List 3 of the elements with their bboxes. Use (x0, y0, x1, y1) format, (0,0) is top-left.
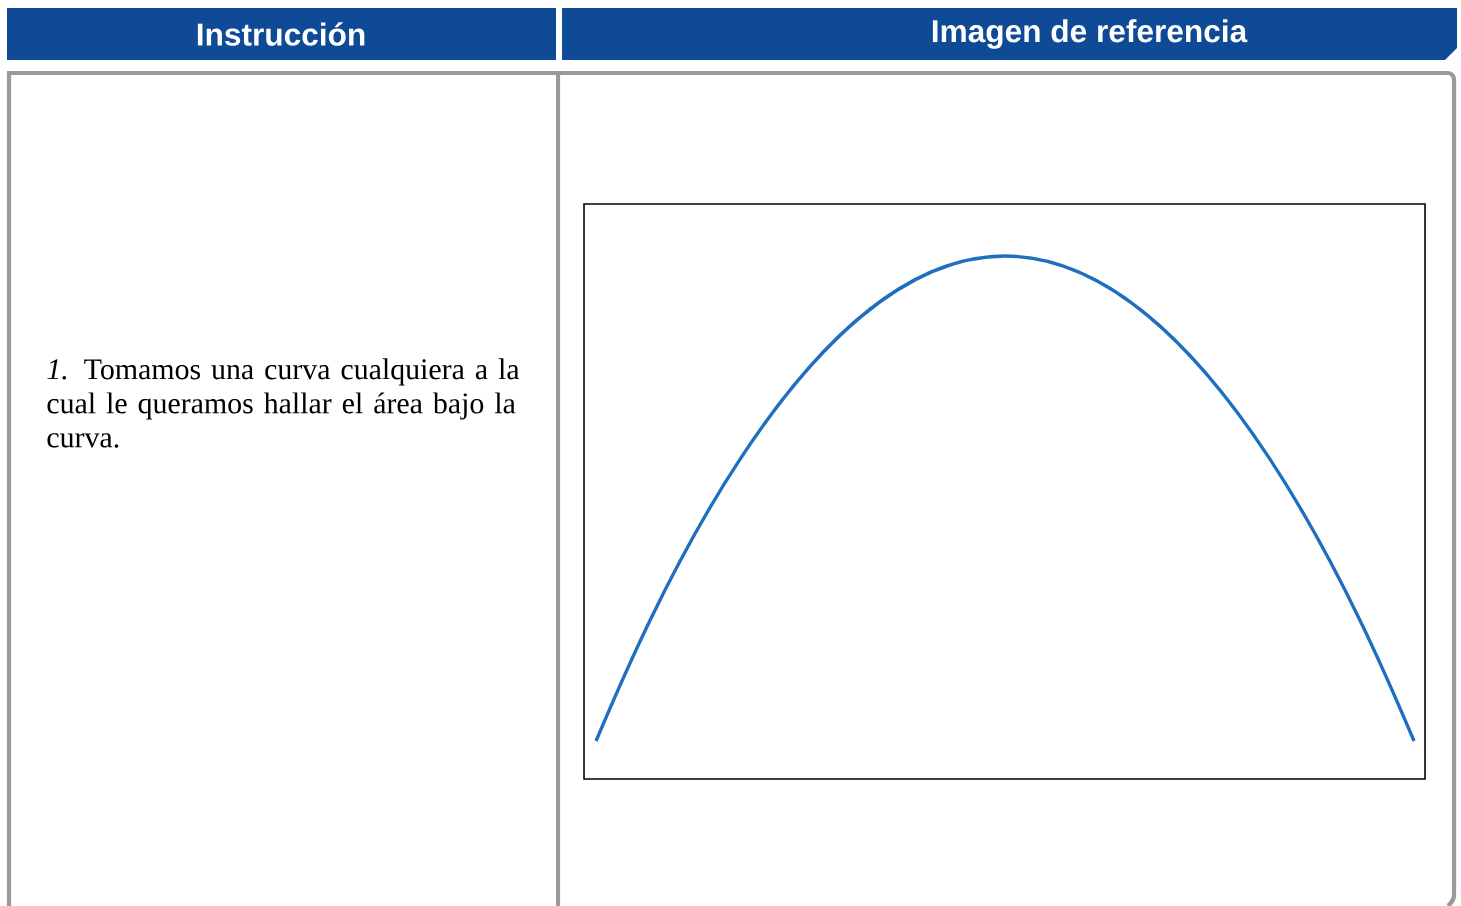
header-cell: Instrucción (7, 8, 556, 60)
instruction-text: 1. Tomamos una curva cualquiera a la cual le queramos hallar el área bajo la curva. (47, 358, 520, 448)
header-cell: Imagen de referencia (562, 8, 1457, 60)
